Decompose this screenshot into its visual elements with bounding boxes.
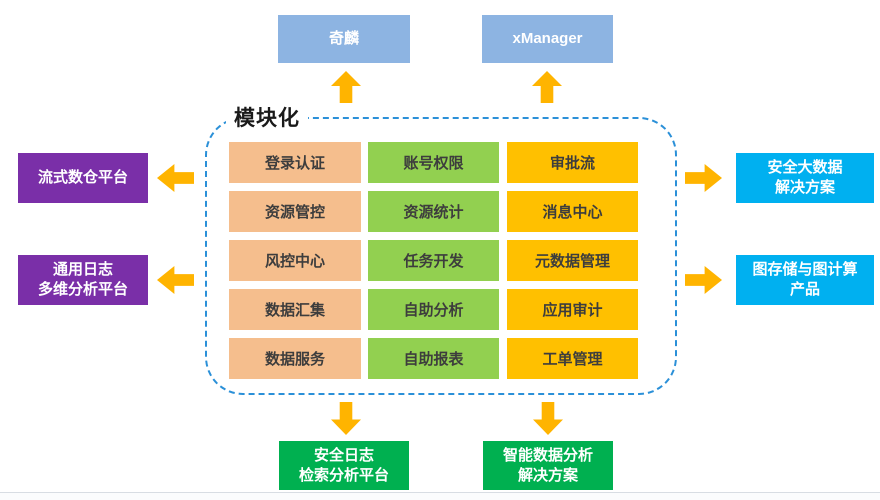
arrow-down-icon bbox=[331, 402, 361, 435]
platform-label-line: 多维分析平台 bbox=[37, 281, 128, 298]
solution-label-line: 解决方案 bbox=[774, 179, 835, 196]
bottom-platform-smart-analysis: 智能数据分析 解决方案 bbox=[483, 441, 613, 490]
arrow-right-icon bbox=[685, 266, 722, 294]
module-cell: 账号权限 bbox=[368, 142, 499, 183]
platform-label-line: 安全日志 bbox=[313, 446, 374, 464]
slide-bottom-edge bbox=[0, 492, 880, 500]
platform-label-line: 流式数仓平台 bbox=[37, 169, 128, 187]
platform-label-line: 检索分析平台 bbox=[298, 466, 389, 484]
module-cell: 自助报表 bbox=[368, 338, 499, 379]
solution-label-line: 图存储与图计算 bbox=[752, 261, 858, 279]
solution-label-line: 安全大数据 bbox=[767, 159, 843, 177]
bottom-platform-security-log: 安全日志 检索分析平台 bbox=[279, 441, 409, 490]
arrow-down-icon bbox=[533, 402, 563, 435]
arrow-up-icon bbox=[532, 71, 562, 103]
right-solution-graph-product: 图存储与图计算 产品 bbox=[736, 255, 874, 305]
solution-label-line: 产品 bbox=[789, 281, 820, 298]
arrow-left-icon bbox=[157, 164, 194, 192]
right-solution-security-bigdata: 安全大数据 解决方案 bbox=[736, 153, 874, 203]
left-platform-stream-warehouse: 流式数仓平台 bbox=[18, 153, 148, 203]
module-cell: 审批流 bbox=[507, 142, 638, 183]
module-frame-title: 模块化 bbox=[226, 101, 308, 135]
platform-label-line: 通用日志 bbox=[52, 261, 113, 279]
arrow-left-icon bbox=[157, 266, 194, 294]
module-cell: 元数据管理 bbox=[507, 240, 638, 281]
module-cell: 应用审计 bbox=[507, 289, 638, 330]
module-cell: 任务开发 bbox=[368, 240, 499, 281]
platform-label-line: 解决方案 bbox=[517, 466, 578, 484]
module-cell: 风控中心 bbox=[229, 240, 361, 281]
module-cell: 登录认证 bbox=[229, 142, 361, 183]
module-frame bbox=[205, 117, 677, 395]
top-system-label: xManager bbox=[512, 30, 583, 48]
module-cell: 资源管控 bbox=[229, 191, 361, 232]
module-cell: 数据汇集 bbox=[229, 289, 361, 330]
module-cell: 资源统计 bbox=[368, 191, 499, 232]
top-system-label: 奇麟 bbox=[328, 30, 359, 48]
platform-label-line: 智能数据分析 bbox=[502, 446, 593, 464]
module-cell: 数据服务 bbox=[229, 338, 361, 379]
left-platform-log-analysis: 通用日志 多维分析平台 bbox=[18, 255, 148, 305]
arrow-up-icon bbox=[331, 71, 361, 103]
module-cell: 自助分析 bbox=[368, 289, 499, 330]
top-system-xmanager: xManager bbox=[482, 15, 613, 63]
arrow-right-icon bbox=[685, 164, 722, 192]
module-cell: 工单管理 bbox=[507, 338, 638, 379]
top-system-qilin: 奇麟 bbox=[278, 15, 410, 63]
module-cell: 消息中心 bbox=[507, 191, 638, 232]
